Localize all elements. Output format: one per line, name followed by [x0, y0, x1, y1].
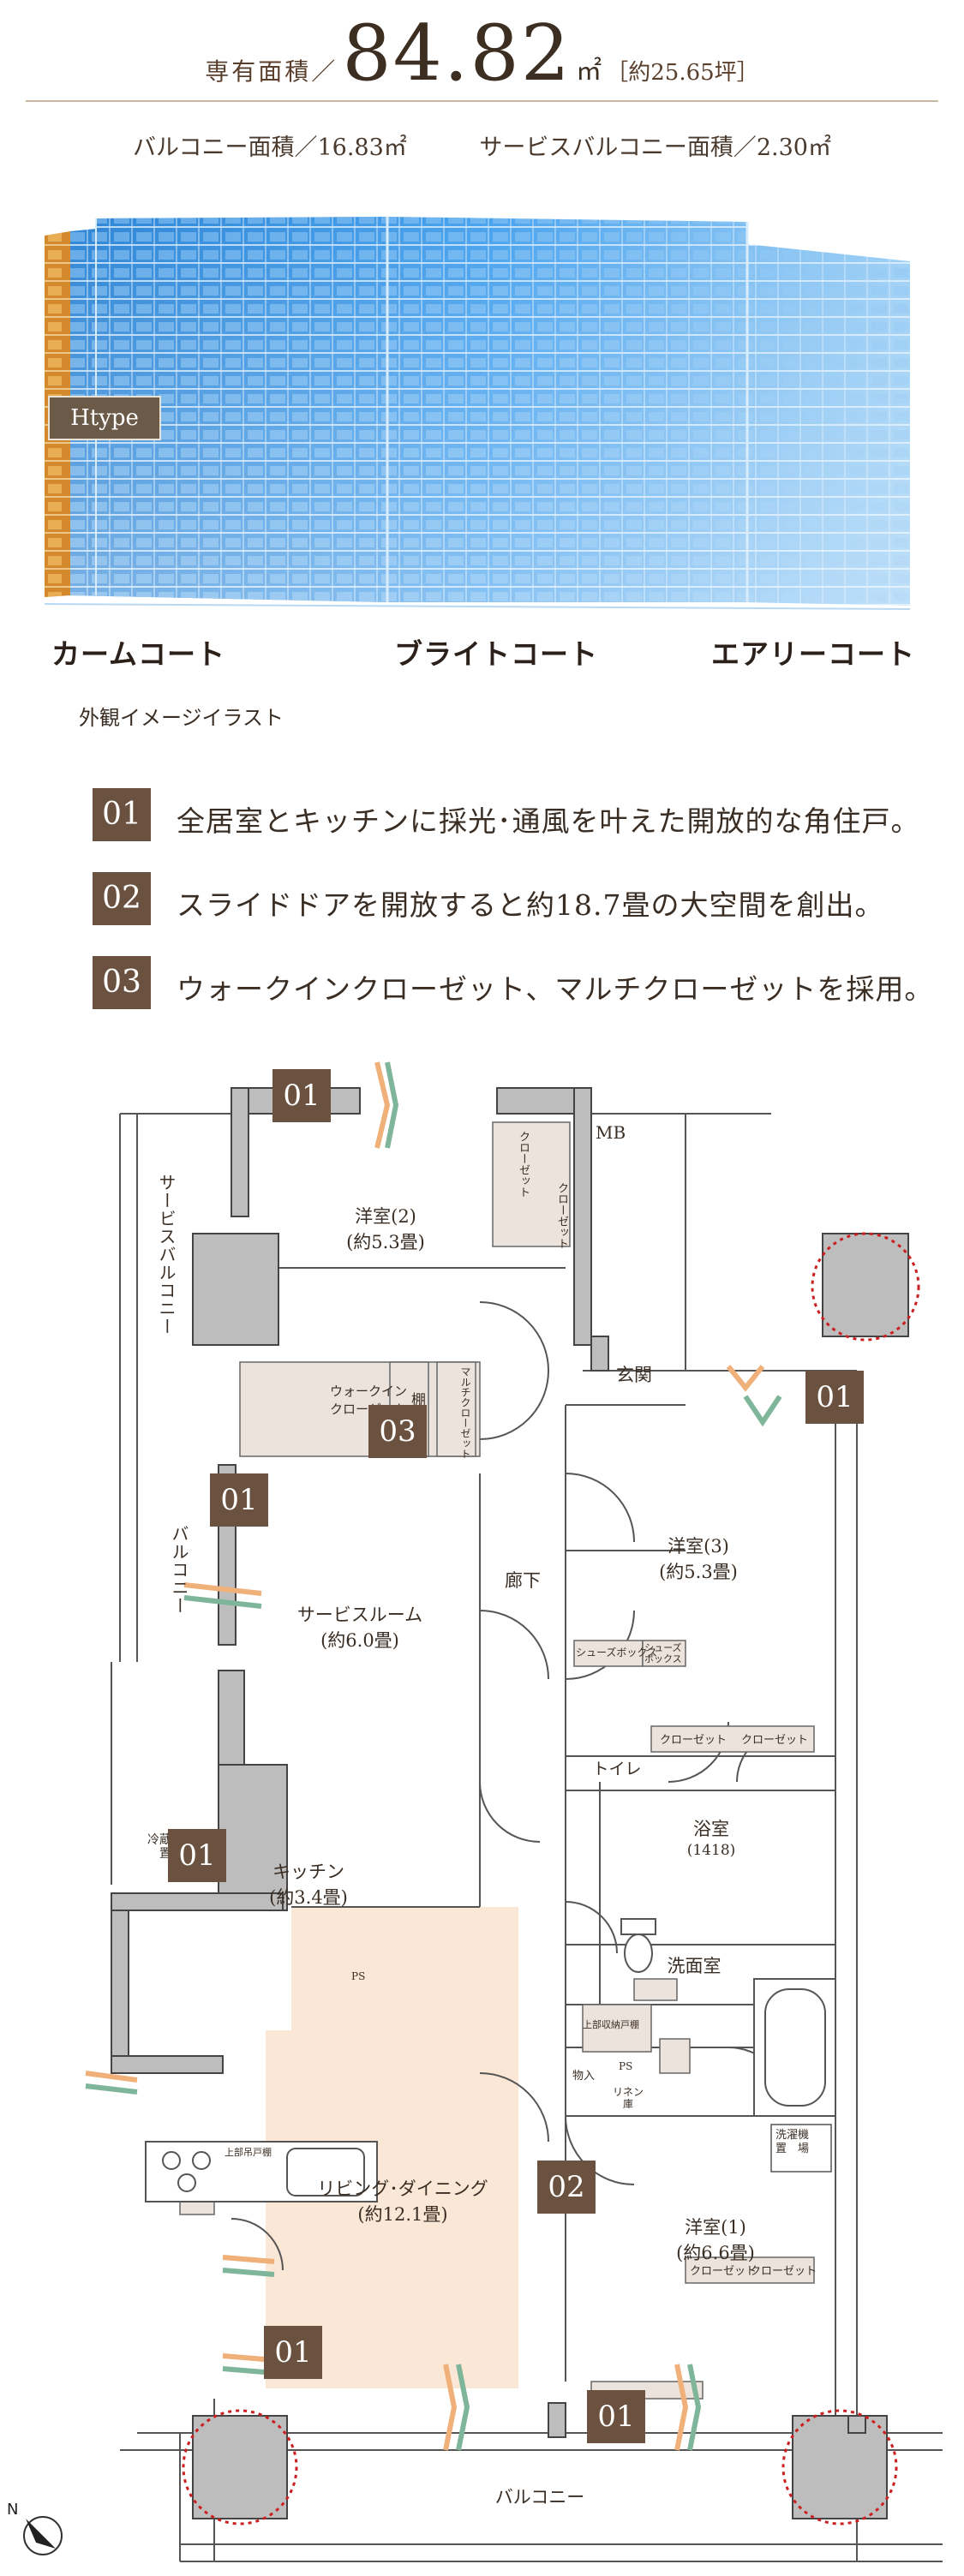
room-service-room: サービスルーム (約6.0畳)	[283, 1602, 437, 1653]
court-label-calm: カームコート	[51, 637, 226, 671]
illustration-note: 外観イメージイラスト	[79, 706, 284, 730]
header-divider	[26, 100, 938, 102]
linen-label: リネン 庫	[613, 2086, 644, 2110]
room-living-dining: リビング･ダイニング (約12.1畳)	[308, 2176, 497, 2227]
floor-plan: N MB 洋室(2) (約5.3畳) 玄関 洋室(3) (約5.3畳) 廊下 サ…	[0, 1045, 964, 2576]
feature-item: 01 全居室とキッチンに採光･通風を叶えた開放的な角住戸。	[93, 788, 941, 848]
sub-areas: バルコニー面積／16.83㎡ サービスバルコニー面積／2.30㎡	[0, 129, 964, 162]
label-line: ウォークイン	[329, 1384, 407, 1399]
storage-label: 物入	[572, 2070, 596, 2083]
feature-item: 02 スライドドアを開放すると約18.7畳の大空間を創出。	[93, 872, 941, 932]
label-line: 洗濯機	[775, 2129, 810, 2142]
closet-label: クローゼット	[517, 1131, 530, 1198]
room-western-2: 洋室(2) (約5.3畳)	[317, 1204, 454, 1255]
closet-label: クローゼット	[660, 1734, 727, 1747]
plan-tag-02: 02	[537, 2161, 596, 2214]
label-line: リネン	[613, 2086, 644, 2098]
upper-storage-label: 上部収納戸棚	[583, 2019, 639, 2030]
shoe-box-label: シューズボックス	[576, 1647, 658, 1659]
room-balcony: バルコニー	[494, 2487, 585, 2507]
closet-label: クローゼット	[690, 2265, 757, 2278]
multi-closet-label: マルチクローゼット	[459, 1366, 471, 1459]
label-line: ボックス	[644, 1653, 682, 1665]
room-entrance: 玄関	[616, 1365, 652, 1385]
shoe-box-label-2: シューズ ボックス	[644, 1642, 682, 1665]
room-name: サービスルーム	[296, 1605, 423, 1625]
room-size: (1418)	[686, 1842, 736, 1859]
ldk-area	[266, 1907, 518, 2388]
label-line: 置 場	[775, 2143, 810, 2155]
room-name: 浴室	[693, 1819, 729, 1839]
room-name: リビング･ダイニング	[317, 2179, 488, 2199]
plan-tag-01: 01	[272, 1069, 331, 1122]
area-tsubo: ［約25.65坪］	[606, 60, 759, 86]
feature-number: 01	[93, 788, 151, 841]
feature-text: スライドドアを開放すると約18.7畳の大空間を創出。	[177, 888, 884, 922]
plan-tag-01: 01	[264, 2326, 322, 2379]
feature-text: ウォークインクローゼット、マルチクローゼットを採用。	[177, 972, 934, 1006]
ps-label: PS	[351, 1970, 366, 1982]
floor-plan-drawing: N	[7, 1061, 943, 2562]
upper-cabinet-label: 上部吊戸棚	[225, 2147, 272, 2158]
service-balcony-area: サービスバルコニー面積／2.30㎡	[479, 134, 831, 161]
feature-item: 03 ウォークインクローゼット、マルチクローゼットを採用。	[93, 956, 941, 1016]
bathtub	[753, 1978, 836, 2117]
plan-tag-01: 01	[210, 1473, 268, 1527]
area-line: 専有面積／ 84.82 ㎡ ［約25.65坪］	[0, 15, 964, 93]
closet-label: クローゼット	[741, 1734, 809, 1747]
room-name: 洋室(3)	[668, 1536, 729, 1557]
area-value: 84.82	[342, 9, 572, 99]
mb-label: MB	[596, 1122, 626, 1143]
closet-label: クローゼット	[555, 1182, 568, 1249]
airflow-indicators	[85, 1061, 782, 2451]
room-corridor: 廊下	[505, 1570, 541, 1591]
room-toilet: トイレ	[592, 1760, 642, 1778]
room-size: (約12.1畳)	[357, 2204, 448, 2225]
room-size: (約5.3畳)	[346, 1232, 425, 1252]
court-label-bright: ブライトコート	[394, 637, 598, 671]
room-kitchen: キッチン (約3.4畳)	[248, 1859, 368, 1910]
room-western-1: 洋室(1) (約6.6畳)	[647, 2214, 784, 2266]
room-western-3: 洋室(3) (約5.3畳)	[630, 1533, 767, 1585]
area-label: 専有面積／	[205, 57, 338, 86]
court-label-airy: エアリーコート	[711, 637, 915, 671]
kitchen-counter	[145, 2141, 378, 2202]
area-unit: ㎡	[576, 57, 602, 87]
ps-label: PS	[619, 2060, 633, 2072]
closet-label: クローゼット	[750, 2265, 817, 2278]
room-size: (約3.4畳)	[269, 1887, 348, 1908]
room-name: キッチン	[272, 1862, 344, 1882]
washer-label: 洗濯機 置 場	[775, 2129, 809, 2156]
washer-space	[770, 2124, 832, 2173]
room-bath: 浴室 (1418)	[668, 1816, 754, 1859]
type-badge: Htype	[48, 396, 161, 440]
room-name: 洋室(1)	[685, 2217, 746, 2238]
feature-text: 全居室とキッチンに採光･通風を叶えた開放的な角住戸。	[177, 804, 920, 838]
svg-text:N: N	[7, 2501, 18, 2519]
pillar-markers	[182, 1232, 920, 2525]
room-size: (約5.3畳)	[659, 1562, 738, 1582]
room-name: 洋室(2)	[355, 1206, 416, 1227]
feature-number: 03	[93, 956, 151, 1009]
label-line: 庫	[623, 2098, 634, 2110]
building-illustration	[45, 217, 910, 610]
compass-icon: N	[7, 2501, 63, 2555]
room-size: (約6.0畳)	[320, 1630, 399, 1651]
plan-tag-03: 03	[368, 1405, 427, 1458]
label-line: シューズ	[644, 1642, 682, 1653]
service-balcony-label: サービスバルコニー	[156, 1174, 177, 1336]
plan-tag-01: 01	[587, 2390, 645, 2443]
plan-tag-01: 01	[168, 1829, 226, 1882]
room-size: (約6.6畳)	[676, 2243, 755, 2263]
plan-tag-01: 01	[805, 1371, 864, 1424]
toilet-fixture	[620, 1918, 656, 1973]
side-balcony-label: バルコニー	[169, 1525, 189, 1615]
room-washroom: 洗面室	[667, 1956, 722, 1976]
balcony-area: バルコニー面積／16.83㎡	[133, 134, 407, 161]
feature-number: 02	[93, 872, 151, 925]
